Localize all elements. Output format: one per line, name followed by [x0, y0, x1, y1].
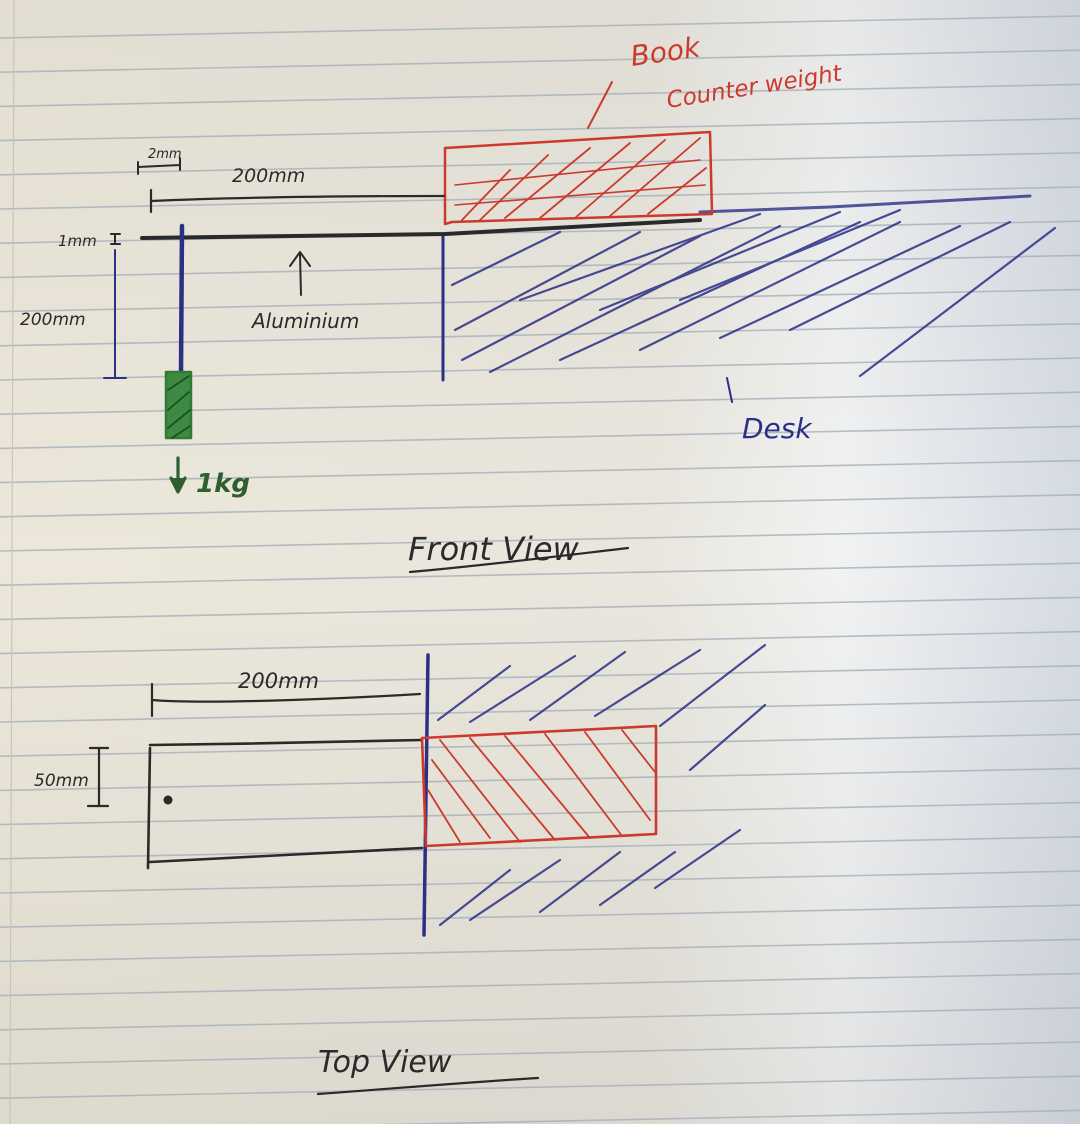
ruled-line	[0, 972, 1080, 997]
span-dimension-top	[150, 682, 422, 718]
ruled-line	[0, 801, 1080, 826]
desk-pointer	[726, 377, 733, 403]
desk-label: Desk	[742, 412, 813, 445]
beam-outline-top	[146, 738, 424, 870]
ruled-line	[0, 49, 1080, 73]
front-view-underline	[408, 546, 630, 574]
hang-length-dimension	[103, 249, 127, 379]
plate-thickness-dimension	[110, 233, 121, 245]
ruled-line	[0, 1041, 1080, 1065]
plate-thickness-label: 1mm	[58, 232, 97, 250]
ruled-line	[0, 425, 1080, 450]
load-arrow	[169, 456, 187, 494]
ruled-line	[0, 494, 1080, 518]
ruled-line	[0, 938, 1080, 963]
beam-thickness-label: 2mm	[148, 147, 182, 162]
span-dimension	[149, 188, 446, 214]
ruled-line	[0, 699, 1080, 723]
ruled-line	[0, 630, 1080, 655]
ruled-line	[373, 1109, 1080, 1124]
desk-edge-top	[422, 653, 430, 937]
attachment-point	[163, 795, 173, 805]
top-view-underline	[316, 1076, 540, 1096]
beam-thickness-dimension	[137, 157, 181, 175]
desk-top-edge	[698, 194, 1032, 214]
span-label: 200mm	[232, 165, 305, 187]
ruled-line	[0, 836, 1080, 860]
ruled-line	[0, 1075, 1080, 1099]
margin-line	[9, 0, 15, 1124]
width-dimension	[86, 746, 110, 808]
ruled-line	[0, 904, 1080, 928]
span-label-top: 200mm	[238, 669, 319, 693]
desk-hatching-top	[436, 643, 767, 927]
front-view-title: Front View	[408, 530, 580, 568]
ruled-line	[0, 596, 1080, 621]
top-view-title: Top View	[318, 1045, 452, 1080]
top-view	[86, 643, 767, 1096]
ruled-line	[0, 83, 1080, 108]
book-pointer	[587, 81, 613, 129]
book-counterweight	[443, 81, 714, 226]
width-label: 50mm	[34, 771, 89, 791]
ruled-line	[0, 15, 1080, 39]
mass-block	[164, 370, 193, 440]
aluminium-beam	[140, 218, 702, 240]
front-view	[103, 81, 1057, 574]
book-counterweight-top	[420, 724, 658, 848]
ruled-line	[0, 733, 1080, 757]
ruled-line	[0, 870, 1080, 894]
hang-length-label: 200mm	[20, 310, 86, 330]
top-view-labels: 200mm 50mm Top View	[34, 669, 452, 1080]
material-label: Aluminium	[250, 309, 359, 333]
ruled-line	[0, 1007, 1080, 1031]
aluminium-pointer	[289, 251, 311, 296]
ruled-line	[0, 562, 1080, 586]
load-label: 1kg	[196, 469, 250, 499]
hanging-rod	[178, 223, 185, 375]
ruled-line	[0, 528, 1080, 552]
ruled-line	[0, 117, 1080, 142]
desk-hatching	[450, 208, 1057, 378]
